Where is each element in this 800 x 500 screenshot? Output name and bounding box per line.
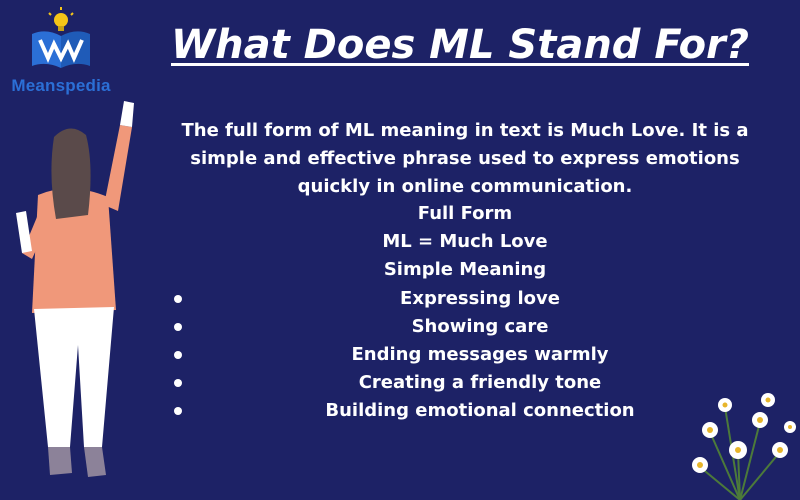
logo-text: Meanspedia [11,76,111,95]
site-logo[interactable]: Meanspedia [6,6,116,96]
bullet-dot [174,407,182,415]
full-form-heading: Full Form [417,203,513,224]
page-title: What Does ML Stand For? [171,22,749,68]
bullet-dot [174,295,182,303]
list-item: Building emotional connection [170,397,790,425]
simple-meaning-heading: Simple Meaning [383,259,547,280]
list-item: Expressing love [170,285,790,313]
list-item: Ending messages warmly [170,341,790,369]
list-item: Creating a friendly tone [170,369,790,397]
list-item: Showing care [170,313,790,341]
meaning-list: Expressing love Showing care Ending mess… [170,285,790,425]
intro-paragraph: The full form of ML meaning in text is M… [181,120,749,197]
daisy-flowers-illustration [692,393,796,500]
woman-illustration [16,101,134,477]
bullet-dot [174,379,182,387]
book-logo-icon [32,7,90,68]
full-form-value: ML = Much Love [382,231,548,252]
bullet-dot [174,323,182,331]
bullet-dot [174,351,182,359]
